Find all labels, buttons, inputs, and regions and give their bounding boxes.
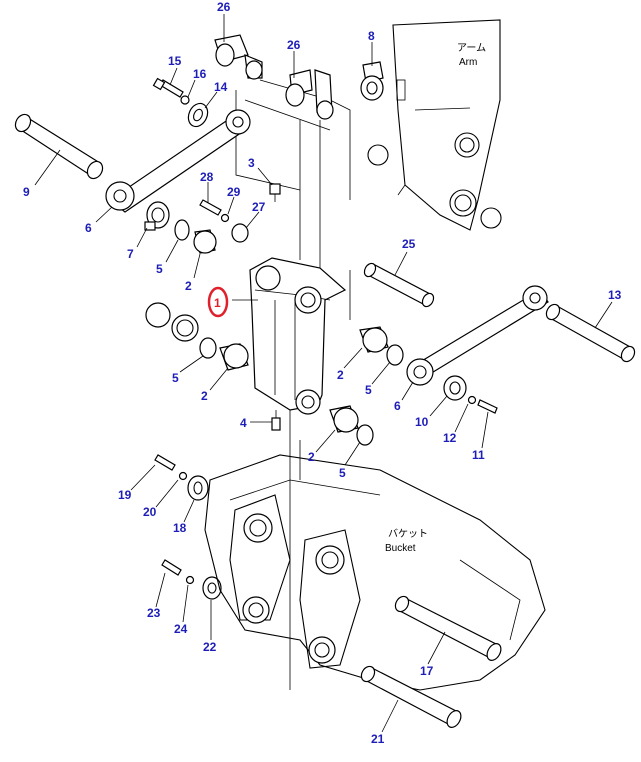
- bushing-2b: [219, 343, 249, 371]
- callout-22[interactable]: 22: [203, 640, 217, 654]
- callout-13[interactable]: 13: [608, 288, 622, 302]
- grease-fitting-4: [271, 410, 281, 431]
- callout-27[interactable]: 27: [252, 200, 266, 214]
- plate-10: [443, 375, 467, 401]
- callout-5d[interactable]: 5: [339, 466, 346, 480]
- plate-22: [202, 576, 222, 600]
- bucket-part: バケット Bucket: [204, 454, 546, 691]
- callout-5c[interactable]: 5: [365, 383, 372, 397]
- bushing-2a: [193, 229, 217, 254]
- callout-9[interactable]: 9: [23, 185, 30, 199]
- plate-14: [187, 102, 209, 128]
- shim-7: [144, 201, 170, 231]
- arm-part: アーム Arm: [367, 19, 502, 231]
- bushing-26b: [285, 69, 334, 120]
- pin-17: [394, 595, 502, 661]
- seal-5c: [386, 344, 404, 366]
- seal-5d: [356, 424, 374, 446]
- bolt-11: [477, 399, 498, 414]
- callout-26a[interactable]: 26: [217, 0, 231, 14]
- link-6-right: [406, 285, 549, 386]
- callout-18[interactable]: 18: [173, 521, 187, 535]
- callout-26b[interactable]: 26: [287, 38, 301, 52]
- callout-10[interactable]: 10: [415, 415, 429, 429]
- callout-16[interactable]: 16: [193, 67, 207, 81]
- washer-12: [467, 395, 477, 405]
- washer-16: [180, 95, 190, 105]
- callout-1-highlight: [207, 286, 229, 318]
- bolt-23: [161, 559, 182, 576]
- pin-25: [363, 262, 435, 308]
- callout-20[interactable]: 20: [143, 505, 157, 519]
- arm-label-jp: アーム: [457, 42, 486, 54]
- callout-12[interactable]: 12: [443, 431, 457, 445]
- bushing-2d: [329, 405, 359, 433]
- seal-5a: [174, 219, 190, 241]
- callout-11[interactable]: 11: [472, 448, 485, 462]
- pin-13: [545, 303, 636, 363]
- callout-28[interactable]: 28: [200, 170, 214, 184]
- o-ring-left-1: [145, 302, 171, 328]
- callout-5b[interactable]: 5: [172, 371, 179, 385]
- callout-6a[interactable]: 6: [85, 221, 92, 235]
- bolt-28: [199, 199, 222, 216]
- pin-21: [360, 665, 462, 728]
- o-ring-left-2: [171, 314, 199, 342]
- cap-27: [231, 223, 249, 243]
- grease-fitting-3: [269, 183, 281, 202]
- callout-7[interactable]: 7: [127, 247, 134, 261]
- bucket-label-jp: バケット: [388, 528, 428, 540]
- callout-2a[interactable]: 2: [185, 279, 192, 293]
- callout-4[interactable]: 4: [240, 416, 247, 430]
- callout-1[interactable]: 1: [214, 296, 221, 310]
- washer-24: [185, 575, 195, 585]
- bucket-label-en: Bucket: [385, 543, 416, 554]
- seal-5b: [199, 337, 217, 359]
- callout-15[interactable]: 15: [168, 54, 182, 68]
- callout-25[interactable]: 25: [402, 237, 416, 251]
- callout-19[interactable]: 19: [118, 488, 132, 502]
- callout-14[interactable]: 14: [214, 80, 228, 94]
- callout-2d[interactable]: 2: [308, 450, 315, 464]
- callout-2c[interactable]: 2: [337, 368, 344, 382]
- callout-2b[interactable]: 2: [201, 389, 208, 403]
- leader-lines: [34, 14, 613, 733]
- callout-5a[interactable]: 5: [156, 262, 163, 276]
- washer-29: [220, 213, 230, 223]
- arm-label-en: Arm: [459, 57, 477, 68]
- callout-8[interactable]: 8: [368, 29, 375, 43]
- washer-20: [178, 471, 188, 481]
- link-6-left: [105, 109, 251, 213]
- bolt-19: [154, 454, 176, 471]
- callout-24[interactable]: 24: [174, 622, 188, 636]
- bushing-26a: [214, 34, 263, 80]
- callout-29[interactable]: 29: [227, 185, 241, 199]
- bushing-2c: [359, 326, 389, 353]
- callout-17[interactable]: 17: [420, 664, 434, 678]
- pin-9: [14, 113, 104, 180]
- callout-labels: 26 26 8 15 16 14 9 3 28 29 27 6 7 5 2 1 …: [23, 0, 622, 746]
- callout-6b[interactable]: 6: [394, 399, 401, 413]
- bolt-15: [152, 77, 184, 98]
- callout-21[interactable]: 21: [371, 732, 385, 746]
- callout-23[interactable]: 23: [147, 606, 161, 620]
- link-1: [249, 257, 347, 415]
- bushing-8: [360, 61, 384, 101]
- plate-18: [187, 475, 209, 501]
- callout-3[interactable]: 3: [248, 156, 255, 170]
